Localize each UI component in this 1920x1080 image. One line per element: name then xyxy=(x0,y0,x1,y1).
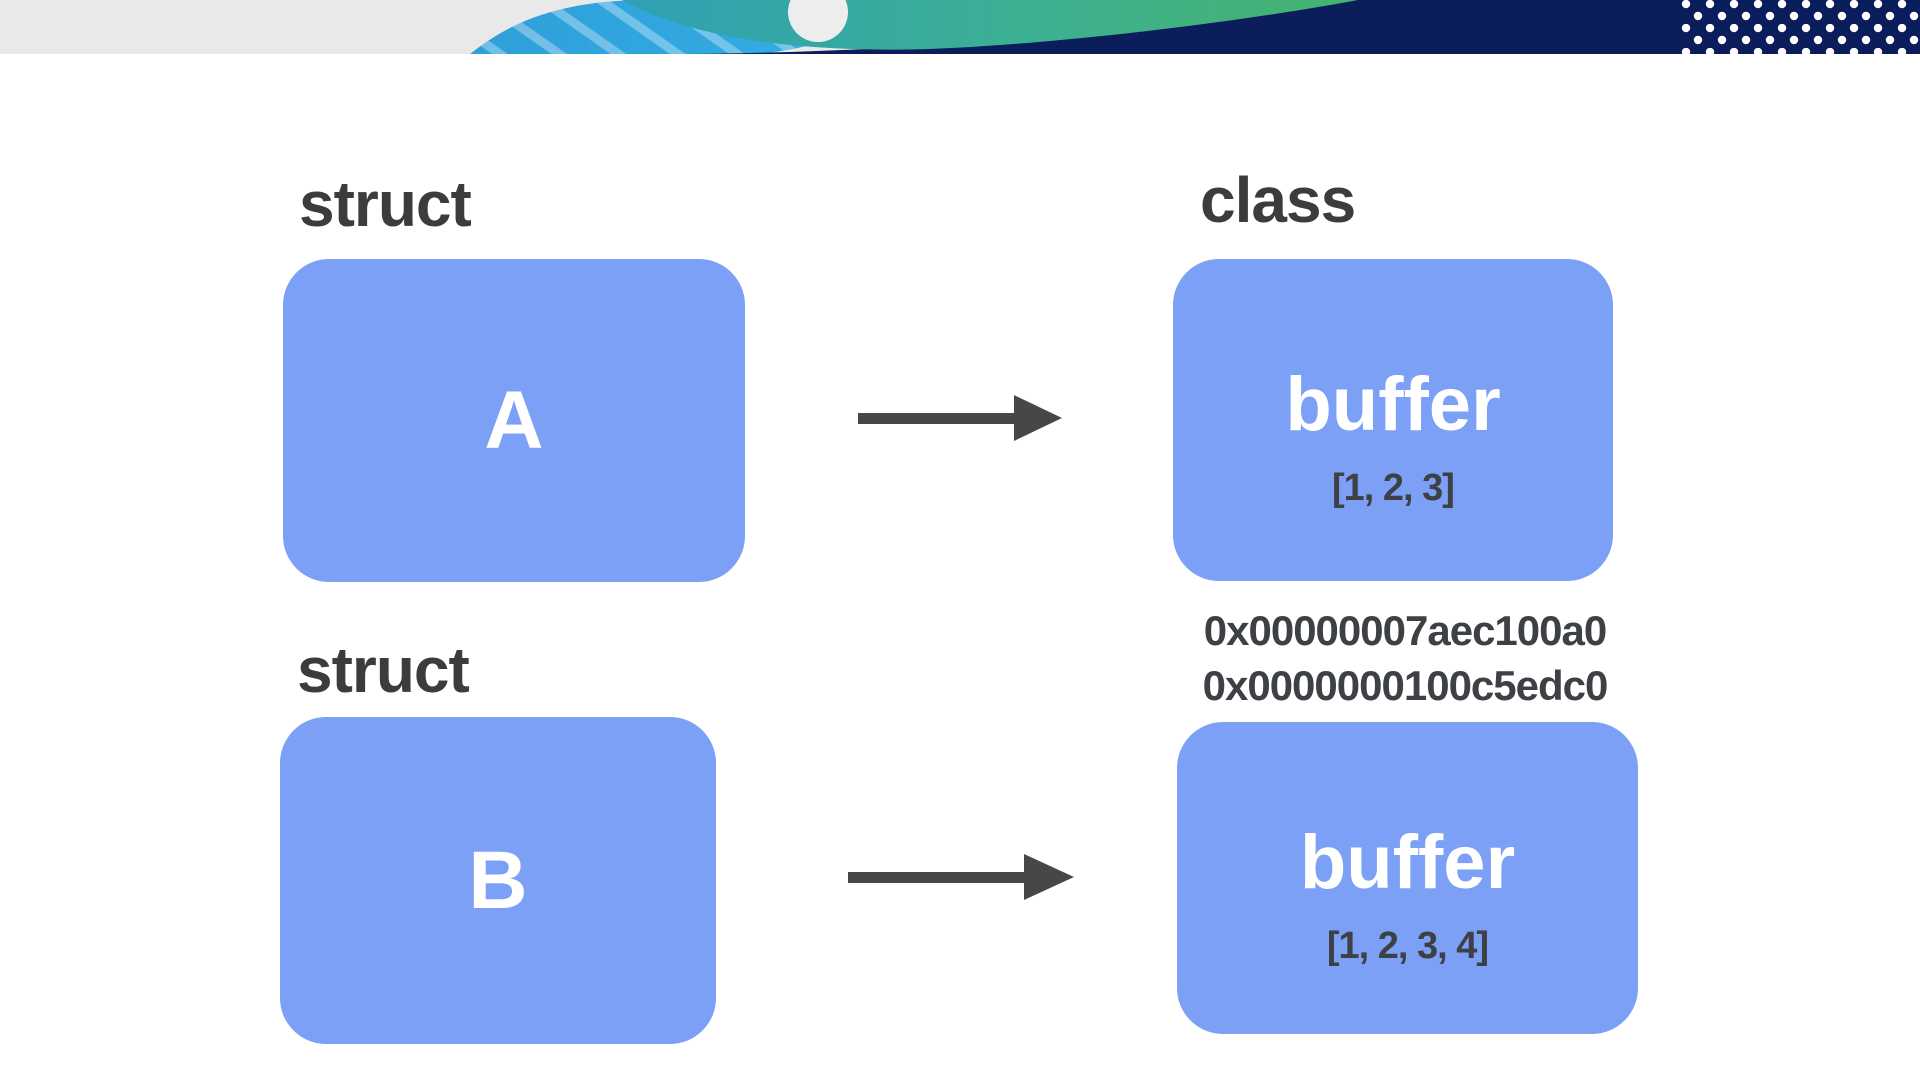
memory-address-2: 0x0000000100c5edc0 xyxy=(1202,661,1609,709)
buffer-title-2: buffer xyxy=(1299,820,1516,905)
arrow-b-to-buffer-icon xyxy=(846,847,1078,907)
class-label: class xyxy=(1200,164,1356,236)
memory-address-1: 0x00000007aec100a0 xyxy=(1203,607,1607,654)
footer-decoration-graphic xyxy=(0,1024,1920,1080)
footer-decoration xyxy=(0,1024,1920,1080)
arrow-a-to-buffer-icon xyxy=(856,388,1066,448)
header-decoration-graphic xyxy=(0,0,1920,54)
buffer-contents-1: [1, 2, 3] xyxy=(1332,467,1455,509)
struct-b-letter: B xyxy=(468,834,528,926)
struct-a-box: A xyxy=(283,259,745,582)
memory-addresses: 0x00000007aec100a0 0x0000000100c5edc0 xyxy=(1155,604,1655,713)
struct-a-letter: A xyxy=(484,374,544,466)
slide-content: struct A class buffer [1, 2, 3] 0x000000… xyxy=(0,54,1920,1044)
buffer-title-1: buffer xyxy=(1285,362,1501,447)
struct-label-1: struct xyxy=(299,168,472,240)
buffer-box-2: buffer [1, 2, 3, 4] xyxy=(1177,722,1638,1034)
buffer-contents-2: [1, 2, 3, 4] xyxy=(1326,925,1489,967)
buffer-box-1: buffer [1, 2, 3] xyxy=(1173,259,1613,581)
struct-b-box: B xyxy=(280,717,716,1044)
header-decoration xyxy=(0,0,1920,54)
struct-label-2: struct xyxy=(297,634,470,706)
